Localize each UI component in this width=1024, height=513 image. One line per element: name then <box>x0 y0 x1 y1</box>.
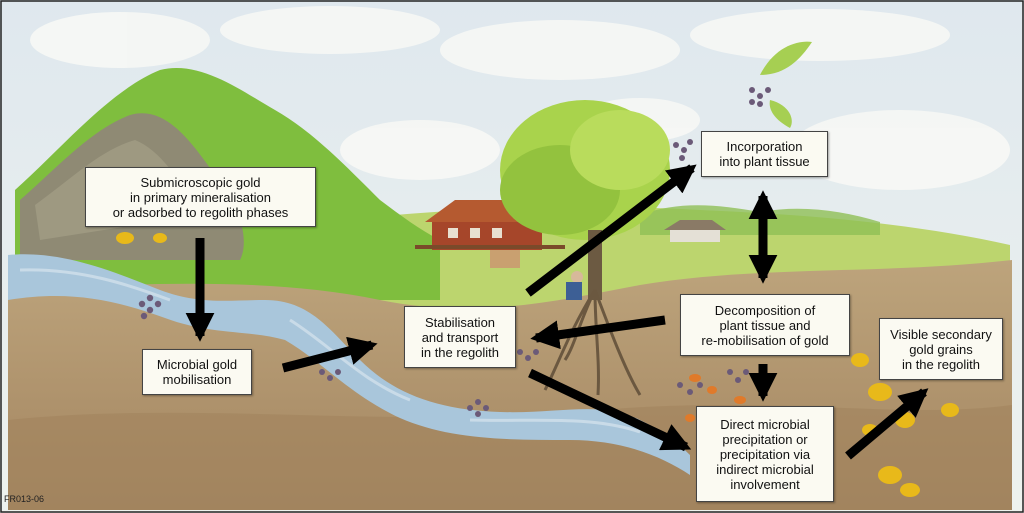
label-secondary-grains: Visible secondary gold grains in the reg… <box>879 318 1003 380</box>
arrow-mobilisation-to-stabilisation <box>281 336 378 373</box>
arrow-precipitation-to-grains <box>845 388 929 460</box>
label-primary-gold: Submicroscopic gold in primary mineralis… <box>85 167 316 227</box>
label-stabilisation: Stabilisation and transport in the regol… <box>404 306 516 368</box>
small-house <box>664 220 726 242</box>
process-arrows <box>185 164 929 460</box>
tree <box>500 100 670 396</box>
label-precipitation: Direct microbial precipitation or precip… <box>696 406 834 502</box>
leaf <box>760 41 812 128</box>
figure-code: FR013-06 <box>4 494 45 504</box>
gold-clusters <box>138 87 771 417</box>
label-plant-incorporation: Incorporation into plant tissue <box>701 131 828 177</box>
arrow-stabilisation-to-plant <box>525 164 697 297</box>
arrow-stabilisation-to-precipitation <box>528 368 692 452</box>
arrow-decomposition-to-stabilisation <box>530 315 666 350</box>
label-decomposition: Decomposition of plant tissue and re-mob… <box>680 294 850 356</box>
seated-person <box>566 271 583 300</box>
label-microbial-mobilisation: Microbial gold mobilisation <box>142 349 252 395</box>
farmhouse <box>415 200 565 268</box>
